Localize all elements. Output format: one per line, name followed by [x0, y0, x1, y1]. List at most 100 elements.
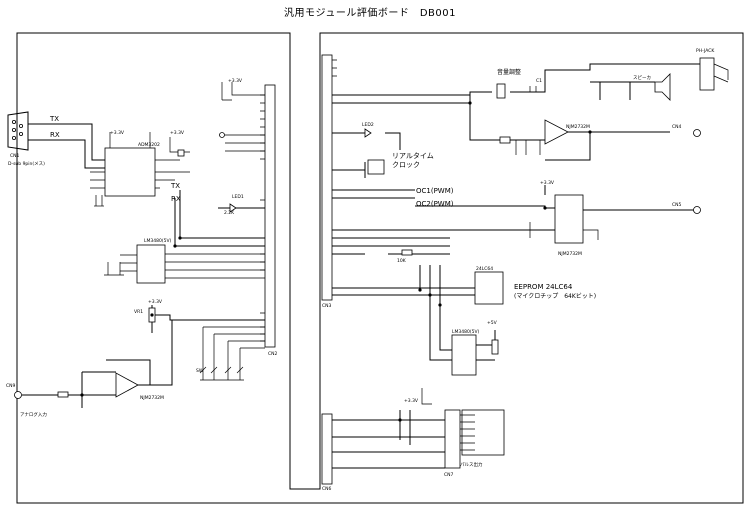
- analog-in-label: アナログ入力: [20, 411, 47, 418]
- serial-wires-mid: [174, 190, 265, 247]
- eeprom-ic5: [474, 271, 504, 305]
- cn4-label: CN4: [672, 124, 682, 130]
- tx-label-mid: TX: [170, 182, 180, 190]
- ic1-label: ADM3202: [138, 142, 160, 148]
- eeprom-sub-label: (マイクロチップ 64Kビット): [514, 292, 596, 300]
- cn7-pin-block: [461, 409, 505, 456]
- rtc-label: リアルタイム クロック: [392, 151, 436, 169]
- opamp-ic4-wires: [22, 320, 173, 408]
- pot-label: VR1: [134, 309, 143, 315]
- connector-cn2: [264, 84, 276, 348]
- ic1-vcc2: +3.3V: [170, 130, 185, 136]
- filter-caps: [515, 140, 541, 155]
- cn9-label: CN9: [6, 383, 16, 389]
- switch-bank: [199, 326, 265, 381]
- cn7-pin-lines: [460, 414, 475, 451]
- output-jack-cn5: [693, 206, 701, 214]
- rx-label-left: RX: [50, 131, 60, 139]
- led2-diode: [364, 128, 372, 138]
- phone-jack-detail: [713, 63, 729, 83]
- led1-diode: [229, 203, 237, 213]
- volume-label: 音量調整: [497, 68, 521, 76]
- rtc-label-line1: リアルタイム: [392, 151, 434, 160]
- pot-vcc: +3.3V: [148, 299, 163, 305]
- rtc-crystal: [367, 159, 385, 175]
- pot-wires: [151, 305, 265, 333]
- pullup-resistor: [401, 249, 413, 256]
- speaker-label: スピーカ: [633, 75, 651, 81]
- ic1-adm3202: [104, 147, 156, 197]
- regulator-wires: [429, 295, 496, 361]
- cn5-label: CN5: [672, 202, 682, 208]
- opamp-ic4: [115, 372, 139, 398]
- opamp-ic3-wires: [332, 185, 700, 231]
- cn3-label: CN3: [322, 303, 332, 309]
- audio-cap: [529, 86, 537, 92]
- board-outline: [16, 32, 744, 504]
- oc2-label: OC2(PWM): [416, 200, 454, 208]
- vcc-top: +3.3V: [228, 78, 243, 84]
- regulator-cap: [421, 388, 432, 405]
- opamp-ic3: [554, 194, 584, 244]
- output-jack-cn4: [693, 129, 701, 137]
- power-caps-top: [221, 82, 265, 101]
- connector-cn3: [321, 54, 333, 301]
- regulator-label: LM3480(5V): [452, 329, 480, 335]
- speaker-wires: [590, 81, 655, 100]
- phone-jack-cn8: [699, 57, 715, 91]
- serial-wires-left: [28, 123, 105, 169]
- junction-dots: [80, 101, 592, 422]
- tx-label-left: TX: [49, 115, 59, 123]
- ic3-vcc: +3.3V: [540, 180, 555, 186]
- ic3-misc: [529, 222, 599, 240]
- opamp-ic2-wires: [469, 103, 670, 161]
- eeprom-ic-label: 24LC64: [476, 266, 493, 272]
- dsub-note: D-sub 9pin(メス): [8, 161, 45, 167]
- opamp-input-resistor: [57, 391, 69, 398]
- led1-label: LED1: [232, 194, 244, 200]
- pwm-wires: [332, 189, 415, 199]
- speaker-icon: [654, 73, 671, 101]
- oc1-label: OC1(PWM): [416, 187, 454, 195]
- ic1-vcc: +3.3V: [110, 130, 125, 136]
- jack-label: PH-JACK: [696, 48, 715, 54]
- rx-label-mid: RX: [171, 195, 181, 203]
- interface-ic-cn7: [444, 409, 461, 469]
- input-jack-cn9: [14, 391, 22, 399]
- cn7-label: CN7: [444, 472, 454, 478]
- opamp-ic2-label: NJM2732M: [566, 124, 590, 130]
- connector-cn6: [321, 413, 333, 485]
- volume-pot: [496, 83, 506, 99]
- cn2-label: CN2: [268, 351, 278, 357]
- ic-interface: [136, 244, 166, 284]
- interface-label: LM3480(5V): [144, 238, 172, 244]
- opamp-ic4-label: NJM2732M: [140, 395, 164, 401]
- page-title: 汎用モジュール評価ボード DB001: [284, 6, 456, 19]
- pullup-value: 10K: [397, 258, 407, 264]
- ic1-pins: [90, 132, 190, 189]
- interface-wires: [120, 253, 265, 279]
- tp-wires: [225, 134, 265, 152]
- eeprom-label: EEPROM 24LC64: [514, 283, 573, 291]
- bottom-vcc: +3.3V: [404, 398, 419, 404]
- dsub-connector-cn1: [7, 111, 29, 151]
- cn1-label: CN1: [10, 153, 20, 159]
- regulator-resistor: [491, 339, 499, 355]
- interface-caps: [104, 262, 124, 276]
- regulator-vcc: +5V: [487, 320, 498, 326]
- rtc-label-line2: クロック: [392, 161, 420, 169]
- filter-resistor-1: [499, 136, 511, 144]
- switch-label: SW: [196, 368, 204, 374]
- opamp-ic3-label: NJM2732M: [558, 251, 582, 257]
- ic1-caps-bottom: [95, 195, 103, 206]
- opamp-ic2: [544, 119, 569, 145]
- pulse-label: パルス出力: [460, 461, 483, 468]
- cn6-label: CN6: [322, 486, 332, 492]
- audio-cap-label: C1: [536, 78, 542, 84]
- rtc-wires: [332, 132, 401, 178]
- audio-wires: [332, 63, 700, 104]
- test-point-1: [219, 132, 225, 138]
- led1-resistor: 2.2K: [224, 210, 235, 216]
- led2-label: LED2: [362, 122, 374, 128]
